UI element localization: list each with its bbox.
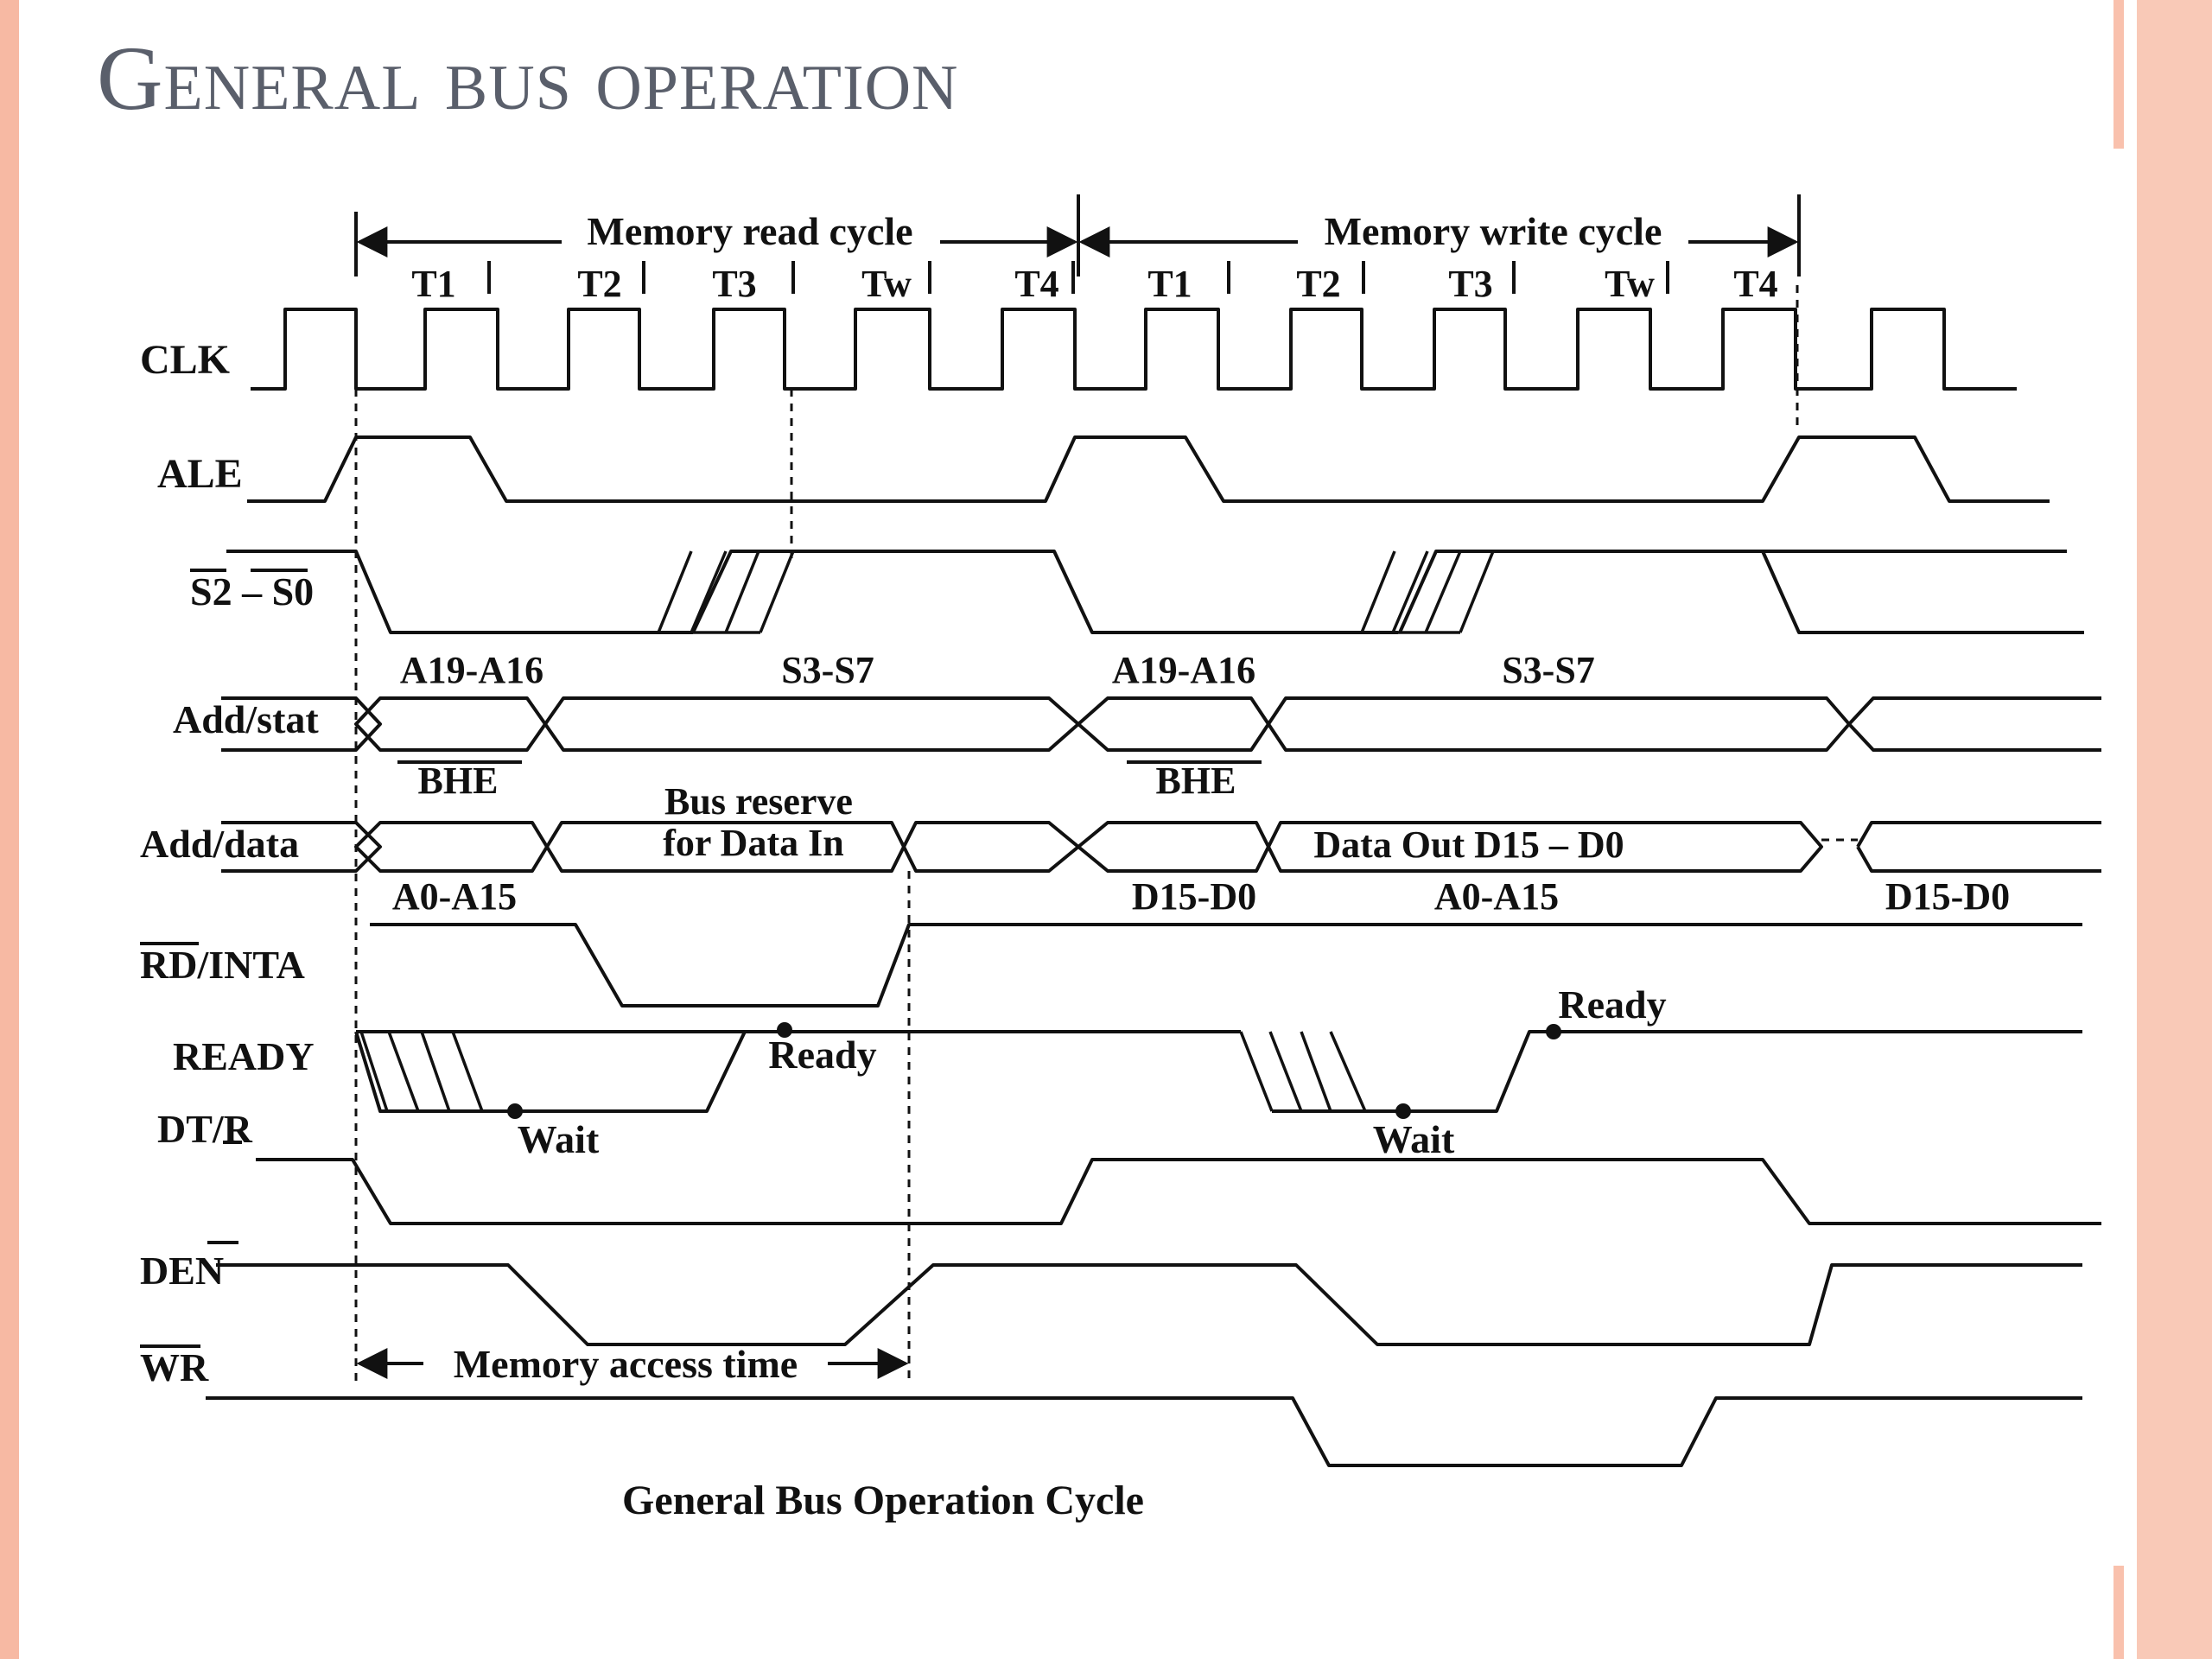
- bus-label-bhe: BHE: [418, 760, 499, 802]
- den-waveform: [216, 1263, 2082, 1346]
- bus-label-bhe: BHE: [1156, 760, 1236, 802]
- state-label-t3: T3: [712, 263, 756, 305]
- slide-frame-right: [2137, 0, 2212, 1659]
- bus-label-a19-a16: A19-A16: [1112, 649, 1255, 691]
- bus-label-a0-a15: A0-A15: [1434, 875, 1559, 918]
- data-out-label: Data Out D15 – D0: [1313, 823, 1624, 866]
- bus-reserve-label-1: Bus reserve: [664, 780, 853, 823]
- bus-reserve-label-2: for Data In: [663, 822, 843, 864]
- wait-label: Wait: [518, 1117, 600, 1161]
- slide-frame-right-accent-bottom: [2113, 1566, 2124, 1659]
- write-cycle-label: Memory write cycle: [1325, 209, 1662, 253]
- signal-label-s2-s0: S2 – S0: [190, 569, 314, 613]
- signal-label-ready: READY: [173, 1034, 315, 1078]
- state-label-t2: T2: [577, 263, 621, 305]
- memory-access-time-label: Memory access time: [454, 1342, 798, 1386]
- state-label-tw: Tw: [861, 263, 912, 305]
- bus-label-d15-d0: D15-D0: [1132, 875, 1256, 918]
- bus-label-s3-s7: S3-S7: [781, 649, 874, 691]
- signal-label-den: DEN: [140, 1249, 224, 1293]
- slide-frame-right-accent: [2113, 0, 2124, 149]
- rd-inta-waveform: [370, 923, 2082, 1007]
- ready-waveform: [354, 1022, 2082, 1119]
- diagram-caption: General Bus Operation Cycle: [622, 1478, 1144, 1523]
- signal-label-add-data: Add/data: [140, 822, 299, 866]
- state-label-t4: T4: [1733, 263, 1777, 305]
- signal-label-dt-r: DT/R: [157, 1107, 253, 1151]
- add-stat-bus: [221, 696, 2101, 752]
- bus-label-d15-d0: D15-D0: [1885, 875, 2010, 918]
- bus-label-a19-a16: A19-A16: [400, 649, 543, 691]
- signal-label-rd-inta: RD/INTA: [140, 943, 305, 987]
- signal-labels: CLK ALE S2 – S0 Add/stat Add/data RD/INT…: [140, 337, 319, 1389]
- s2-s0-waveform: [226, 550, 2084, 634]
- state-label-t4: T4: [1014, 263, 1058, 305]
- ready-label: Ready: [1558, 982, 1666, 1027]
- dt-r-waveform: [256, 1158, 2101, 1225]
- wr-waveform: [206, 1396, 2082, 1467]
- ale-waveform: [247, 435, 2050, 503]
- state-label-tw: Tw: [1605, 263, 1655, 305]
- clk-waveform: [251, 308, 2017, 391]
- read-cycle-label: Memory read cycle: [587, 209, 912, 253]
- slide-title: General bus operation: [97, 28, 959, 129]
- state-label-t1: T1: [411, 263, 455, 305]
- bus-label-a0-a15: A0-A15: [392, 875, 517, 918]
- slide-frame-left: [0, 0, 19, 1659]
- signal-label-add-stat: Add/stat: [173, 697, 319, 741]
- ready-label: Ready: [768, 1033, 876, 1077]
- signal-label-wr: WR: [140, 1345, 209, 1389]
- cycle-brackets: Memory read cycle Memory write cycle: [354, 194, 1801, 276]
- wait-label: Wait: [1373, 1117, 1455, 1161]
- signal-label-ale: ALE: [157, 451, 243, 497]
- state-label-t2: T2: [1296, 263, 1340, 305]
- state-label-t3: T3: [1448, 263, 1492, 305]
- state-label-t1: T1: [1147, 263, 1192, 305]
- add-data-bus: [221, 821, 2101, 873]
- signal-label-clk: CLK: [140, 337, 230, 383]
- memory-access-time: Memory access time: [356, 1342, 909, 1386]
- t-states: T1 T2 T3 Tw T4 T1 T2 T3 Tw T4: [411, 261, 1778, 305]
- bus-label-s3-s7: S3-S7: [1502, 649, 1595, 691]
- timing-reference-lines: [354, 285, 1799, 1382]
